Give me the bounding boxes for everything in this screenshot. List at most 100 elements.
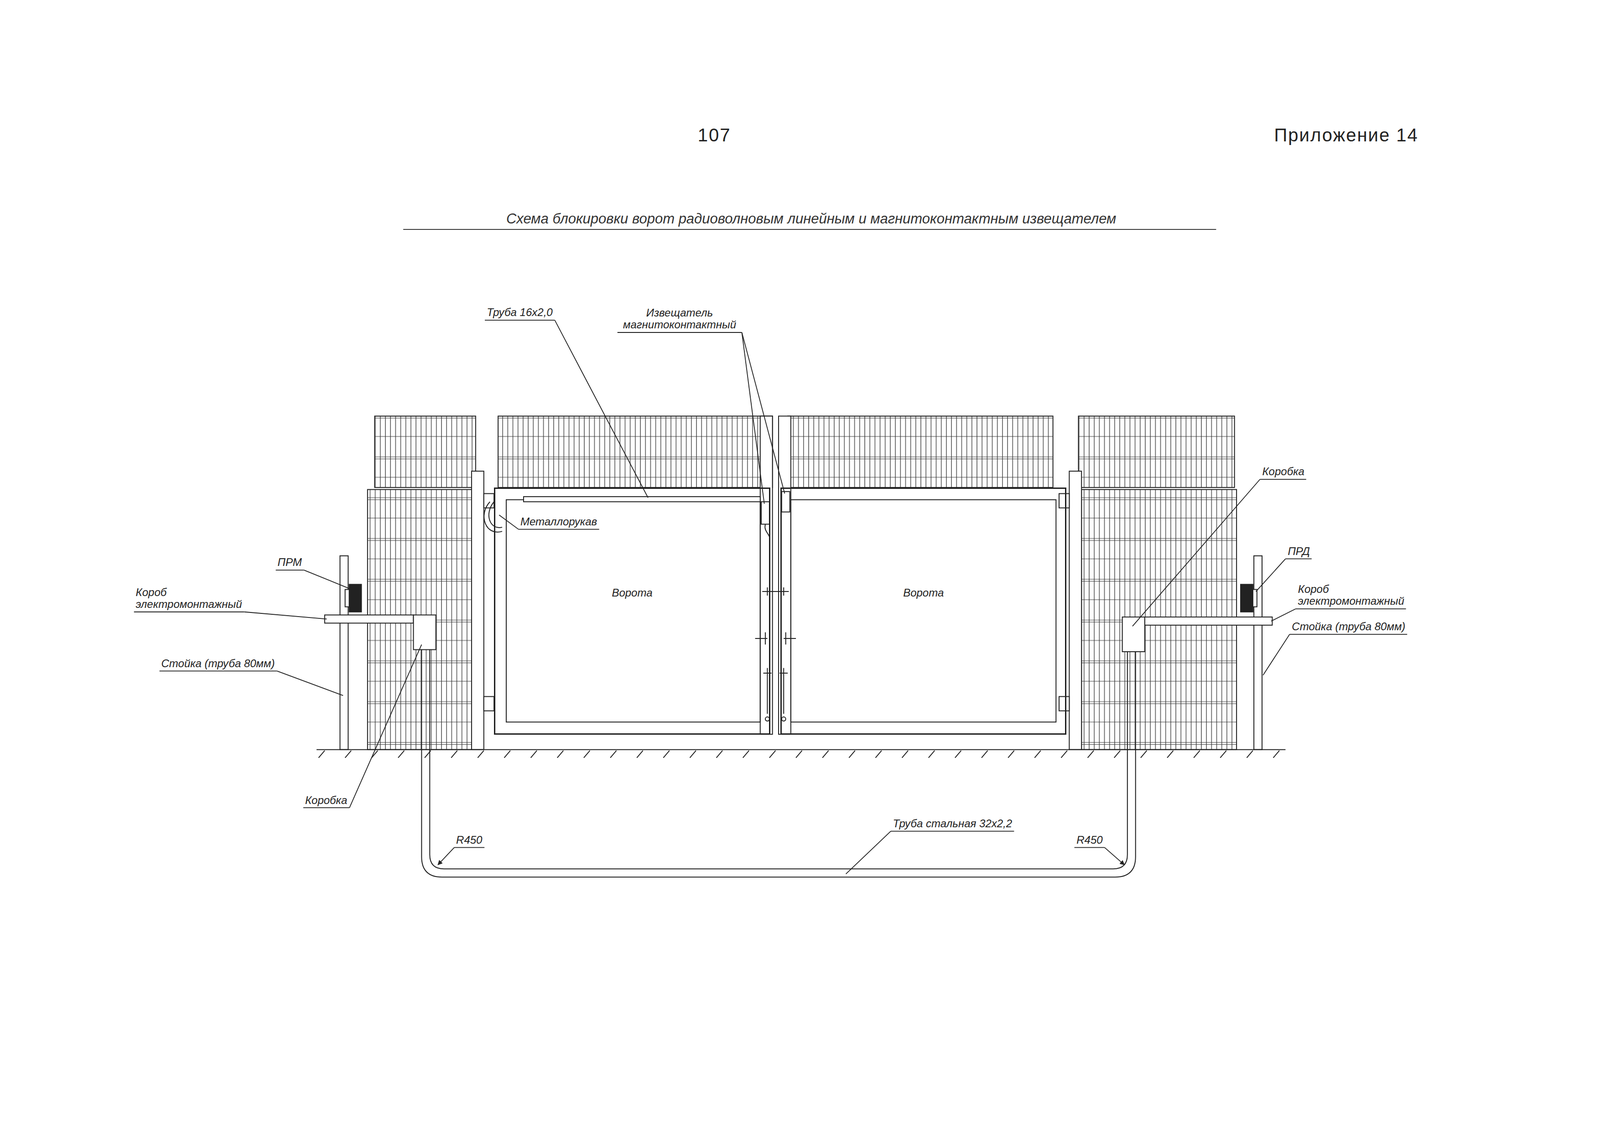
radio-detector <box>345 589 350 608</box>
ground-hatch <box>1007 750 1014 759</box>
gate-lock <box>755 587 796 722</box>
metal-hose <box>483 501 503 533</box>
steel-pipe <box>421 649 1136 878</box>
callout-label: Короб электромонтажный <box>135 586 245 611</box>
leader-line <box>1256 558 1286 592</box>
gate-post <box>471 471 484 750</box>
gate-top-mesh <box>498 415 773 488</box>
sheet-header: 107 <box>697 124 732 146</box>
gate-lock <box>763 668 788 715</box>
gate-post <box>483 493 494 508</box>
ground-hatch <box>955 750 962 759</box>
gate-frame <box>760 415 773 735</box>
gate-lock <box>762 587 789 596</box>
ground-hatch <box>503 750 510 759</box>
cable-duct <box>324 614 414 624</box>
ground-hatch <box>345 750 352 759</box>
leader-shelf <box>159 670 278 672</box>
ground-hatch <box>451 750 458 759</box>
callout-label: ПРД <box>1287 545 1310 558</box>
leader-shelf <box>275 569 305 571</box>
leader-line <box>244 612 328 620</box>
metal-hose <box>483 501 503 533</box>
leader-shelf <box>484 319 555 321</box>
callout-label: R450 <box>456 834 483 847</box>
leader-shelf <box>303 807 350 809</box>
ground-hatch <box>769 750 776 759</box>
ground-hatch <box>663 750 670 759</box>
magnetic-contact <box>761 501 770 525</box>
detector-post <box>1253 555 1263 750</box>
ground-hatch <box>1114 750 1121 759</box>
leader-line <box>276 670 343 696</box>
ground-hatch <box>875 750 882 759</box>
ground-hatch <box>689 750 696 759</box>
gate-post <box>1059 493 1070 508</box>
ground-hatch <box>636 750 643 759</box>
callout-label: Стойка (труба 80мм) <box>161 657 275 670</box>
ground-line <box>316 749 1286 759</box>
callout-label: R450 <box>1076 834 1103 847</box>
tube-16 <box>523 496 761 502</box>
callout-label: ПРМ <box>277 556 302 569</box>
leader-shelf <box>1260 478 1307 480</box>
ground-hatch <box>981 750 988 759</box>
leader-line <box>554 320 648 498</box>
junction-box <box>413 614 1145 652</box>
fence-left <box>367 415 480 750</box>
gate-post <box>1059 696 1070 711</box>
ground-hatch <box>424 750 431 759</box>
callout-label: Извещатель магнитоконтактный <box>619 306 740 332</box>
gate-lock <box>765 716 770 722</box>
sheet-header: Приложение 14 <box>1274 124 1419 146</box>
fence-right <box>1078 415 1237 750</box>
ground-hatch <box>1060 750 1067 759</box>
radio-detector <box>345 584 1258 612</box>
ground-hatch <box>928 750 935 759</box>
leader-line <box>498 514 519 530</box>
leader-line <box>1271 608 1296 622</box>
gate-lock <box>781 716 786 722</box>
leader-line <box>1262 634 1290 676</box>
ground-hatch <box>795 750 802 759</box>
detector-post <box>339 555 1263 750</box>
gate-frame <box>790 499 1056 723</box>
leader-shelf <box>518 529 600 530</box>
leader-line <box>304 570 350 589</box>
leader-line <box>349 644 422 808</box>
callout-label: Короб электромонтажный <box>1298 583 1408 608</box>
magnetic-contact <box>761 491 790 541</box>
radio-detector <box>1252 589 1258 608</box>
leader-shelf <box>1285 558 1312 560</box>
callout-label: Стойка (труба 80мм) <box>1291 620 1406 633</box>
callout-label: Труба 16х2,0 <box>486 306 553 319</box>
ground-hatch <box>530 750 537 759</box>
leader-shelf <box>617 332 743 333</box>
tube-16 <box>523 496 761 502</box>
leader-shelf <box>1289 633 1408 635</box>
leader-line <box>134 229 1408 874</box>
ground-hatch <box>610 750 617 759</box>
fence-right <box>1078 415 1235 488</box>
ground-hatch <box>822 750 829 759</box>
gate-frame <box>506 499 761 723</box>
ground-hatch <box>477 750 484 759</box>
fence-left <box>374 415 476 488</box>
leader-line <box>437 847 455 865</box>
leader-line <box>1132 479 1261 627</box>
callout-label: Труба стальная 32х2,2 <box>893 817 1013 830</box>
radio-detector <box>1240 584 1253 612</box>
gate-lock <box>755 632 796 645</box>
ground-hatch <box>318 750 325 759</box>
gate-post <box>483 696 494 711</box>
drawing-title: Схема блокировки ворот радиоволновым лин… <box>506 211 1117 227</box>
magnetic-contact <box>781 491 790 513</box>
steel-pipe <box>429 649 1128 869</box>
ground-hatch <box>742 750 749 759</box>
leader-line <box>742 332 765 504</box>
gate-top-mesh <box>498 415 1054 488</box>
gate-post <box>1069 471 1082 750</box>
leader-line <box>742 332 785 494</box>
